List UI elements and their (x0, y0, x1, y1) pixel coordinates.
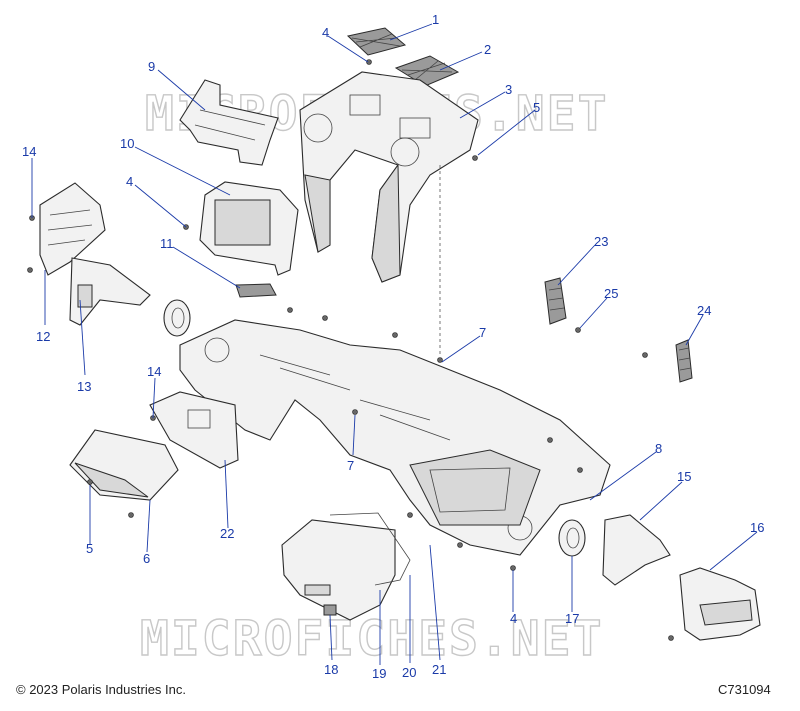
copyright-text: © 2023 Polaris Industries Inc. (16, 682, 186, 697)
part-6-gauge-hood (69, 429, 179, 501)
part-13-side-bracket (69, 257, 151, 326)
callout-2: 2 (484, 42, 491, 57)
callout-7: 7 (347, 458, 354, 473)
callout-9: 9 (148, 59, 155, 74)
callout-7: 7 (479, 325, 486, 340)
callout-3: 3 (505, 82, 512, 97)
callout-15: 15 (677, 469, 691, 484)
watermark-bottom: MICROFICHES.NET (140, 611, 603, 667)
part-1-upper-grille (346, 27, 407, 56)
callout-16: 16 (750, 520, 764, 535)
callout-25: 25 (604, 286, 618, 301)
part-22-bezel (149, 391, 239, 469)
part-19-glove-box-door (281, 519, 396, 621)
part-9-bracket (179, 79, 279, 166)
part-12-side-panel (39, 182, 106, 276)
part-16-kick-panel (679, 567, 761, 641)
callout-14: 14 (147, 364, 161, 379)
callout-20: 20 (402, 665, 416, 680)
callout-6: 6 (143, 551, 150, 566)
part-17-gauge-ring-right (558, 519, 586, 557)
part-gauge-ring-left (163, 299, 191, 337)
part-15-side-trim (602, 514, 671, 586)
callout-17: 17 (565, 611, 579, 626)
callout-22: 22 (220, 526, 234, 541)
callout-13: 13 (77, 379, 91, 394)
callout-4: 4 (322, 25, 329, 40)
part-24-vent (675, 339, 693, 383)
callout-4: 4 (510, 611, 517, 626)
part-23-vent (544, 277, 567, 325)
callout-11: 11 (160, 236, 174, 251)
main-dash-frame (179, 319, 611, 556)
callout-4: 4 (126, 174, 133, 189)
callout-1: 1 (432, 12, 439, 27)
part-11-trim-strip (235, 283, 277, 298)
callout-5: 5 (86, 541, 93, 556)
callout-18: 18 (324, 662, 338, 677)
part-20-glove-box-frame (329, 512, 411, 586)
callout-8: 8 (655, 441, 662, 456)
callout-5: 5 (533, 100, 540, 115)
callout-labels: 1 2 3 4 5 9 10 4 14 11 12 13 23 25 24 7 … (22, 12, 764, 681)
diagram-code: C731094 (718, 682, 771, 697)
callout-21: 21 (432, 662, 446, 677)
callout-14: 14 (22, 144, 36, 159)
callout-10: 10 (120, 136, 134, 151)
callout-19: 19 (372, 666, 386, 681)
callout-24: 24 (697, 303, 711, 318)
part-10-display-housing (199, 181, 299, 276)
callout-12: 12 (36, 329, 50, 344)
leader-lines (31, 23, 758, 665)
part-18-latch (323, 604, 337, 616)
callout-23: 23 (594, 234, 608, 249)
part-3-upper-dash-panel (299, 71, 479, 283)
fasteners (27, 59, 674, 641)
